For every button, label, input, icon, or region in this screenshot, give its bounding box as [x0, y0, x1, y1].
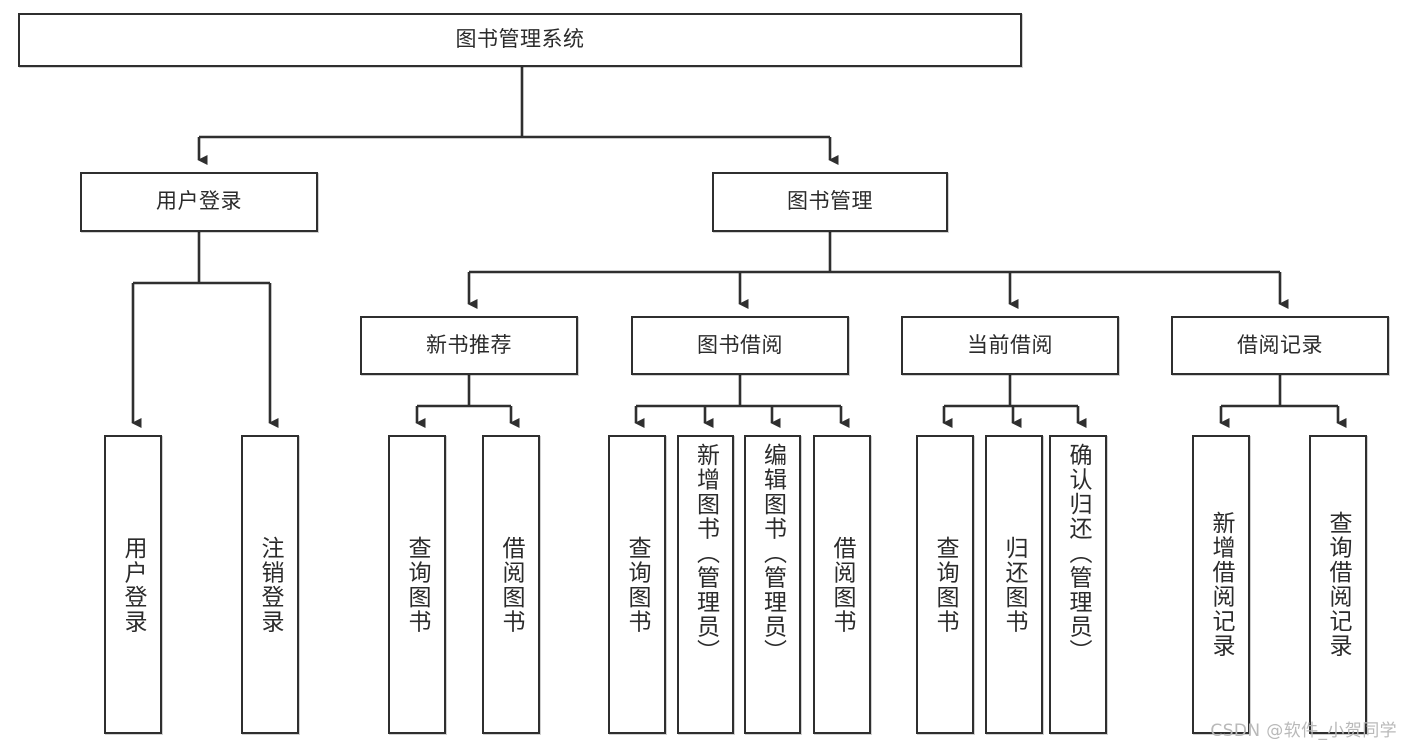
node-new-book-recommend[interactable]: 新书推荐: [360, 316, 578, 375]
node-book-borrow[interactable]: 图书借阅: [631, 316, 849, 375]
leaf-confirm-return-admin[interactable]: 确认归还（管理员）: [1049, 435, 1107, 734]
leaf-query-book-current[interactable]: 查询图书: [916, 435, 974, 734]
node-current-borrow[interactable]: 当前借阅: [901, 316, 1119, 375]
leaf-borrow-book[interactable]: 借阅图书: [813, 435, 871, 734]
node-label: 确认归还（管理员）: [1065, 443, 1092, 664]
node-label: 当前借阅: [967, 332, 1053, 357]
leaf-return-book[interactable]: 归还图书: [985, 435, 1043, 734]
csdn-watermark: CSDN @软件_小贺同学: [1210, 721, 1397, 741]
node-user-login[interactable]: 用户登录: [80, 172, 318, 232]
leaf-query-book-borrow[interactable]: 查询图书: [608, 435, 666, 734]
leaf-user-login[interactable]: 用户登录: [104, 435, 162, 734]
node-root-system[interactable]: 图书管理系统: [18, 13, 1022, 67]
node-book-management[interactable]: 图书管理: [712, 172, 948, 232]
node-label: 借阅记录: [1237, 332, 1323, 357]
node-label: 借阅图书: [829, 535, 856, 634]
node-label: 图书管理系统: [455, 27, 585, 52]
node-label: 查询图书: [932, 535, 959, 634]
leaf-user-logout[interactable]: 注销登录: [241, 435, 299, 734]
node-borrow-record[interactable]: 借阅记录: [1171, 316, 1389, 375]
node-label: 图书借阅: [697, 332, 783, 357]
node-label: 用户登录: [156, 189, 242, 214]
node-label: 编辑图书（管理员）: [759, 443, 786, 664]
leaf-borrow-book-recommend[interactable]: 借阅图书: [482, 435, 540, 734]
node-label: 新增图书（管理员）: [692, 443, 719, 664]
node-label: 查询图书: [404, 535, 431, 634]
node-label: 借阅图书: [498, 535, 525, 634]
node-label: 新增借阅记录: [1208, 511, 1235, 658]
node-label: 图书管理: [787, 189, 873, 214]
leaf-query-borrow-record[interactable]: 查询借阅记录: [1309, 435, 1367, 734]
node-label: 用户登录: [120, 535, 147, 634]
node-label: 归还图书: [1001, 535, 1028, 634]
node-label: 查询图书: [624, 535, 651, 634]
leaf-add-book-admin[interactable]: 新增图书（管理员）: [677, 435, 734, 734]
node-label: 查询借阅记录: [1325, 511, 1352, 658]
node-label: 新书推荐: [426, 332, 512, 357]
node-label: 注销登录: [257, 535, 284, 634]
leaf-add-borrow-record[interactable]: 新增借阅记录: [1192, 435, 1250, 734]
leaf-query-book-recommend[interactable]: 查询图书: [388, 435, 446, 734]
leaf-edit-book-admin[interactable]: 编辑图书（管理员）: [744, 435, 801, 734]
